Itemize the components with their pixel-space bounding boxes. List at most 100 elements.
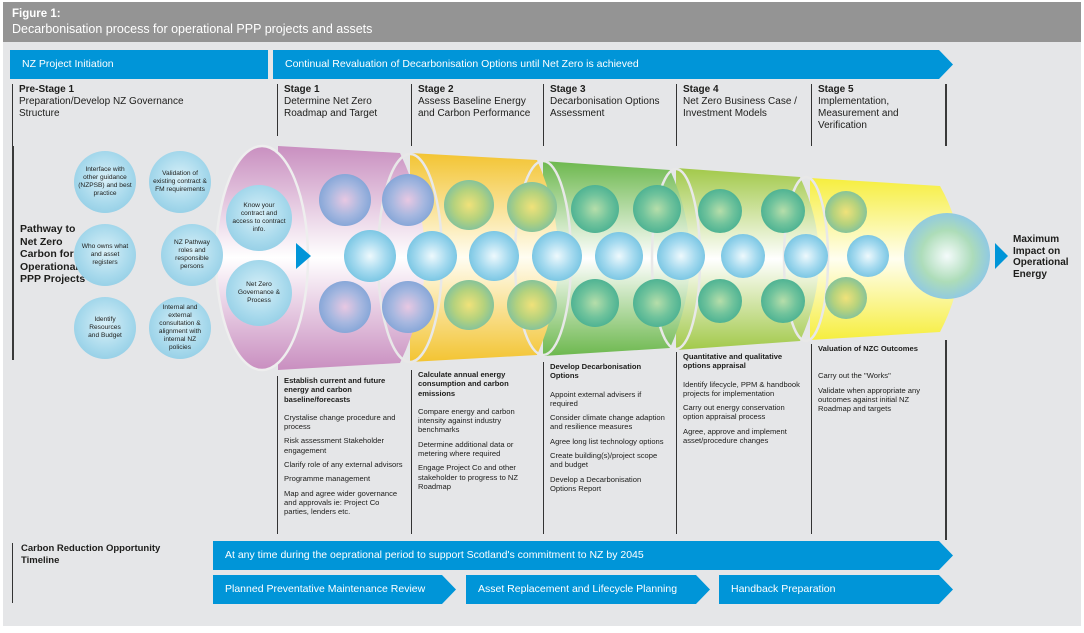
bubble-validation-contract: Validation of existing contract & FM req… — [149, 151, 211, 213]
bubble — [407, 231, 457, 281]
stage-name: Decarbonisation Options Assessment — [550, 96, 660, 119]
notes-item: Programme management — [284, 474, 371, 484]
bubble — [761, 279, 805, 323]
stage-name: Determine Net Zero Roadmap and Target — [284, 96, 378, 119]
stage-3: Stage 3 Decarbonisation Options Assessme… — [543, 84, 668, 146]
notes-item: Risk assessment Stakeholder engagement — [284, 436, 385, 455]
stage-name: Preparation/Develop NZ Governance Struct… — [19, 96, 184, 119]
outcome-bubble — [904, 213, 990, 299]
notes-item: Map and agree wider governance and appro… — [284, 488, 398, 517]
notes-item: Agree, approve and implement asset/proce… — [683, 426, 787, 446]
divider-stage5-top — [945, 84, 947, 146]
bubble-identify-resources: Identify Resources and Budget — [74, 297, 136, 359]
bubble — [698, 279, 742, 323]
stage-name: Net Zero Business Case / Investment Mode… — [683, 96, 797, 119]
bubble — [571, 279, 619, 327]
bubble — [698, 189, 742, 233]
bubble-interface-guidance: Interface with other guidance (NZPSB) an… — [74, 151, 136, 213]
notes-stage-3: Develop Decarbonisation Options Appoint … — [543, 362, 669, 534]
stage-number: Stage 3 — [550, 84, 586, 95]
notes-item: Appoint external advisers if required — [550, 389, 642, 408]
stage-1: Stage 1 Determine Net Zero Roadmap and T… — [277, 84, 407, 136]
bubble — [825, 191, 867, 233]
bubble-internal-external-consultation: Internal and external consultation & ali… — [149, 297, 211, 359]
divider-stage5-bottom — [945, 340, 947, 540]
figure-label: Figure 1: — [12, 8, 61, 20]
timeline-label: Carbon Reduction Opportunity Timeline — [12, 543, 172, 603]
notes-item: Engage Project Co and other stakeholder … — [418, 463, 519, 491]
bubble-who-owns: Who owns what and asset registers — [74, 224, 136, 286]
notes-item: Agree long list technology options — [550, 436, 664, 446]
banner-ppm-review: Planned Preventative Maintenance Review — [213, 575, 456, 604]
bubble — [847, 235, 889, 277]
notes-stage-1: Establish current and future energy and … — [277, 376, 403, 534]
bubble — [344, 230, 396, 282]
figure-header: Figure 1: Decarbonisation process for op… — [3, 2, 1081, 42]
stage-number: Stage 4 — [683, 84, 719, 95]
bubble-know-your-contract: Know your contract and access to contrac… — [226, 185, 292, 251]
stage-pre-stage-1: Pre-Stage 1 Preparation/Develop NZ Gover… — [12, 84, 212, 146]
banner-handback-preparation: Handback Preparation — [719, 575, 953, 604]
bubble — [595, 232, 643, 280]
bubble — [507, 182, 557, 232]
notes-stage-2: Calculate annual energy consumption and … — [411, 370, 537, 534]
notes-item: Validate when appropriate any outcomes a… — [818, 385, 921, 414]
bubble-net-zero-governance: Net Zero Governance & Process — [226, 260, 292, 326]
notes-stage-5: Valuation of NZC Outcomes Carry out the … — [811, 344, 941, 534]
arrow-into-tube-icon — [296, 243, 311, 269]
stage-4: Stage 4 Net Zero Business Case / Investm… — [676, 84, 801, 146]
stage-number: Stage 1 — [284, 84, 320, 95]
notes-heading: Develop Decarbonisation Options — [550, 362, 642, 381]
stage-2: Stage 2 Assess Baseline Energy and Carbo… — [411, 84, 536, 146]
bubble — [633, 185, 681, 233]
bubble — [319, 174, 371, 226]
notes-item: Develop a Decarbonisation Options Report — [550, 474, 642, 493]
bubble — [571, 185, 619, 233]
arrow-outcome-icon — [995, 243, 1008, 269]
outcome-label: Maximum Impact on Operational Energy — [1013, 234, 1069, 280]
bubble — [784, 234, 828, 278]
notes-stage-4: Quantitative and qualitative options app… — [676, 352, 806, 534]
divider-pre-stage — [12, 146, 14, 360]
notes-item: Crystalise change procedure and process — [284, 412, 396, 432]
bubble — [444, 280, 494, 330]
banner-continual-revaluation: Continual Revaluation of Decarbonisation… — [273, 50, 953, 79]
banner-asset-replacement: Asset Replacement and Lifecycle Planning — [466, 575, 710, 604]
tube-stage1-mouth — [214, 144, 310, 372]
notes-item: Consider climate change adaption and res… — [550, 413, 665, 432]
bubble — [825, 277, 867, 319]
notes-heading: Establish current and future energy and … — [284, 376, 386, 404]
banner-nz-project-initiation: NZ Project Initiation — [10, 50, 268, 79]
stage-name: Assess Baseline Energy and Carbon Perfor… — [418, 96, 531, 119]
bubble — [507, 280, 557, 330]
notes-item: Carry out the "Works" — [818, 371, 891, 381]
notes-item: Carry out energy conservation option app… — [683, 403, 785, 422]
stage-name: Implementation, Measurement and Verifica… — [818, 96, 899, 131]
bubble — [469, 231, 519, 281]
notes-heading: Calculate annual energy consumption and … — [418, 370, 509, 398]
tube-stage4-rim — [782, 175, 830, 343]
pathway-label: Pathway to Net Zero Carbon for Operation… — [20, 223, 86, 285]
notes-heading: Quantitative and qualitative options app… — [683, 352, 783, 371]
notes-item: Identify lifecycle, PPM & handbook proje… — [683, 379, 800, 398]
notes-item: Clarify role of any external advisors — [284, 460, 403, 470]
notes-heading: Valuation of NZC Outcomes — [818, 344, 918, 353]
notes-item: Determine additional data or metering wh… — [418, 439, 514, 459]
figure-title: Decarbonisation process for operational … — [12, 22, 373, 36]
bubble — [532, 231, 582, 281]
stage-number: Stage 5 — [818, 84, 854, 95]
notes-item: Compare energy and carbon intensity agai… — [418, 406, 515, 435]
stage-number: Stage 2 — [418, 84, 454, 95]
bubble — [761, 189, 805, 233]
bubble — [382, 174, 434, 226]
banner-anytime: At any time during the oeprational perio… — [213, 541, 953, 570]
stage-5: Stage 5 Implementation, Measurement and … — [811, 84, 941, 146]
stage-number: Pre-Stage 1 — [19, 84, 75, 95]
bubble-nz-pathway-roles: NZ Pathway roles and responsible persons — [161, 224, 223, 286]
bubble — [657, 232, 705, 280]
bubble — [633, 279, 681, 327]
bubble — [319, 281, 371, 333]
bubble — [382, 281, 434, 333]
